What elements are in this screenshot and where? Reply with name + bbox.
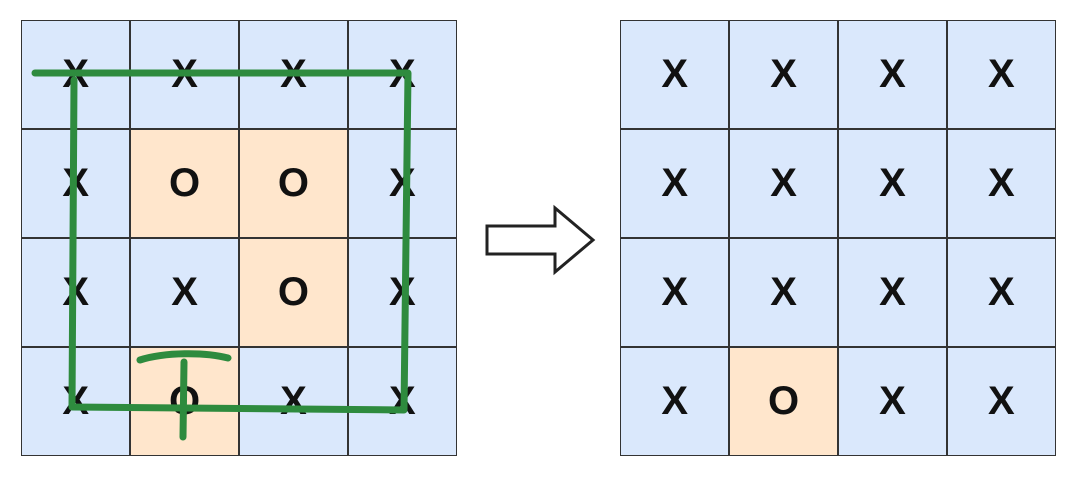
grid-cell: X (729, 129, 838, 238)
grid-cell: O (239, 238, 348, 347)
grid-cell: X (621, 129, 729, 238)
grid-cell: X (838, 129, 947, 238)
grid-cell: X (838, 347, 947, 455)
grid-cell: X (621, 238, 729, 347)
grid-cell: X (239, 347, 348, 455)
grid-cell: X (130, 238, 239, 347)
t-mark-annotation (136, 350, 232, 441)
grid-cell: X (729, 238, 838, 347)
grid-cell: X (621, 21, 729, 129)
grid-cell: X (947, 347, 1055, 455)
grid-cell: X (947, 238, 1055, 347)
grid-cell: O (239, 129, 348, 238)
grid-cell: O (729, 347, 838, 455)
border-box-annotation (31, 69, 412, 414)
grid-cell: X (947, 21, 1055, 129)
transform-arrow-icon (485, 204, 596, 276)
grid-cell: O (130, 129, 239, 238)
grid-cell: X (729, 21, 838, 129)
grid-cell: X (947, 129, 1055, 238)
grid-cell: X (838, 238, 947, 347)
grid-cell: X (348, 129, 456, 238)
grid-cell: X (838, 21, 947, 129)
grid-cell: X (621, 347, 729, 455)
